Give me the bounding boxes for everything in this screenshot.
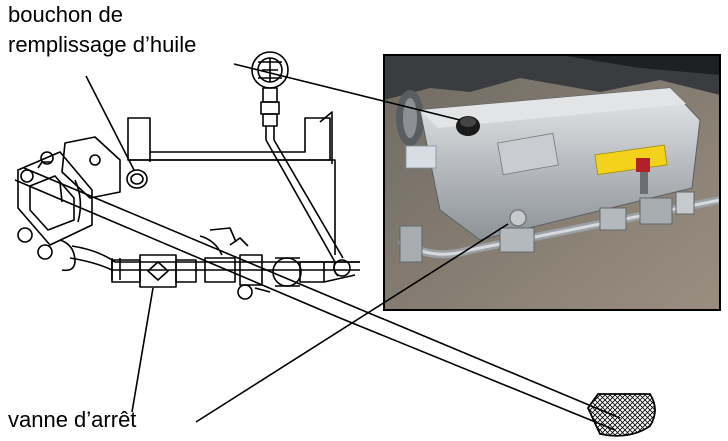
photo-inset (383, 54, 721, 311)
pipe-fittings (199, 227, 360, 300)
oil-fill-cap-icon (126, 169, 148, 189)
callout-leaders (85, 63, 509, 423)
leader-to-photo-valve (195, 223, 509, 423)
line-drawing (14, 51, 656, 437)
hose-pipe (59, 239, 360, 283)
label-oil-fill-cap: bouchon de remplissage d’huile (8, 0, 196, 60)
label-shutoff-valve: vanne d’arrêt (8, 407, 137, 432)
label-oil-fill-cap-line2: remplissage d’huile (8, 32, 197, 57)
label-oil-fill-cap-line1: bouchon de (8, 2, 123, 27)
lever-rod (14, 167, 621, 431)
leader-to-drawing-cap (85, 75, 135, 171)
shutoff-valve-icon (139, 254, 197, 288)
gauge-fitting (251, 51, 351, 277)
tank-housing (127, 111, 336, 255)
leader-to-drawing-valve (131, 287, 154, 413)
strainer-filter-icon (587, 393, 656, 437)
leader-to-photo-cap (233, 63, 461, 121)
pump-block (17, 136, 121, 260)
